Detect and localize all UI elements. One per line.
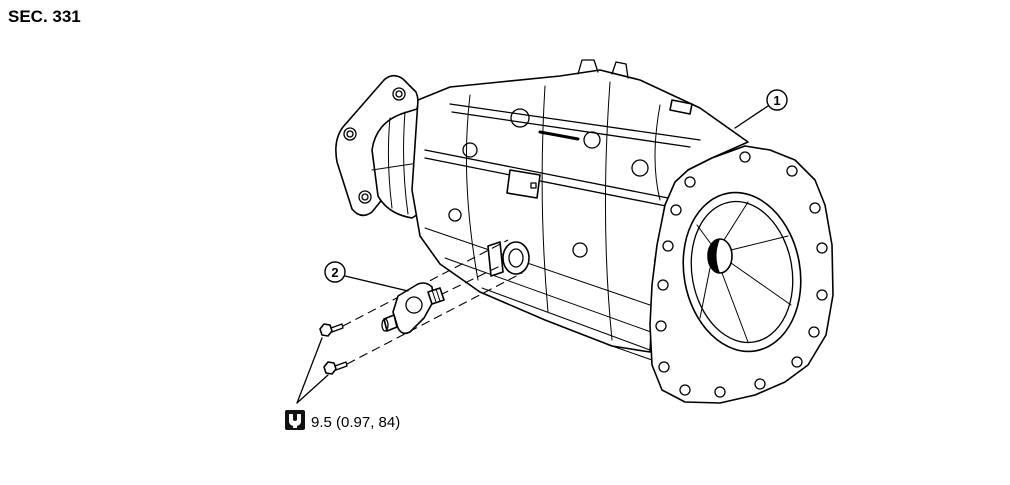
callout-2-circle (324, 261, 346, 283)
rear-opening-outer (682, 191, 802, 353)
stamp-mark (538, 130, 580, 141)
rear-cone-spokes (696, 201, 792, 343)
bolt-lower-head (323, 361, 337, 375)
callout-2-number: 2 (331, 265, 338, 280)
housing-rods (424, 103, 701, 207)
sensor-connector (383, 314, 398, 332)
front-flange-bolt-holes (343, 87, 406, 204)
nameplate-mark (530, 182, 537, 189)
sensor-mount-boss (502, 241, 530, 275)
sensor-connector-end (381, 318, 389, 332)
housing-ribs (424, 81, 661, 361)
output-shaft-hole-shadow (708, 239, 720, 273)
bolts (319, 323, 348, 375)
rear-opening-inner (690, 200, 794, 344)
sensor-thread-lines (431, 288, 441, 303)
bolt-lower-shaft (334, 361, 348, 371)
callout-1-leader (734, 105, 769, 129)
bolt-upper-shaft (330, 323, 344, 333)
sensor-ring (405, 296, 423, 314)
torque-leader-lines (296, 337, 329, 404)
case-assembly (335, 59, 834, 404)
sensor-bracket (487, 241, 504, 277)
dashed-line-sensor (439, 265, 501, 296)
dashed-line-upper-bolt (342, 239, 509, 327)
callout-1-number: 1 (773, 93, 780, 108)
callout-1: 1 (734, 89, 788, 129)
sensor-body (392, 282, 435, 335)
housing-bosses (448, 108, 649, 258)
section-label: SEC. 331 (8, 7, 81, 26)
callout-2: 2 (324, 261, 409, 292)
callout-2-leader (344, 275, 409, 292)
callout-1-circle (766, 89, 788, 111)
dashed-line-lower-bolt (346, 272, 523, 365)
sensor-part (381, 282, 445, 335)
top-fitting (669, 99, 693, 115)
top-valves (577, 59, 629, 79)
rear-flange-bolt-holes (655, 151, 828, 398)
torque-value: 9.5 (0.97, 84) (311, 414, 400, 431)
torque-spec: 9.5 (0.97, 84) (285, 337, 400, 431)
installation-lines (342, 239, 523, 365)
torque-wrench-icon (285, 410, 305, 430)
sensor-mount-hole (508, 248, 524, 268)
bolt-upper-head (319, 323, 333, 337)
nameplate (506, 169, 541, 199)
